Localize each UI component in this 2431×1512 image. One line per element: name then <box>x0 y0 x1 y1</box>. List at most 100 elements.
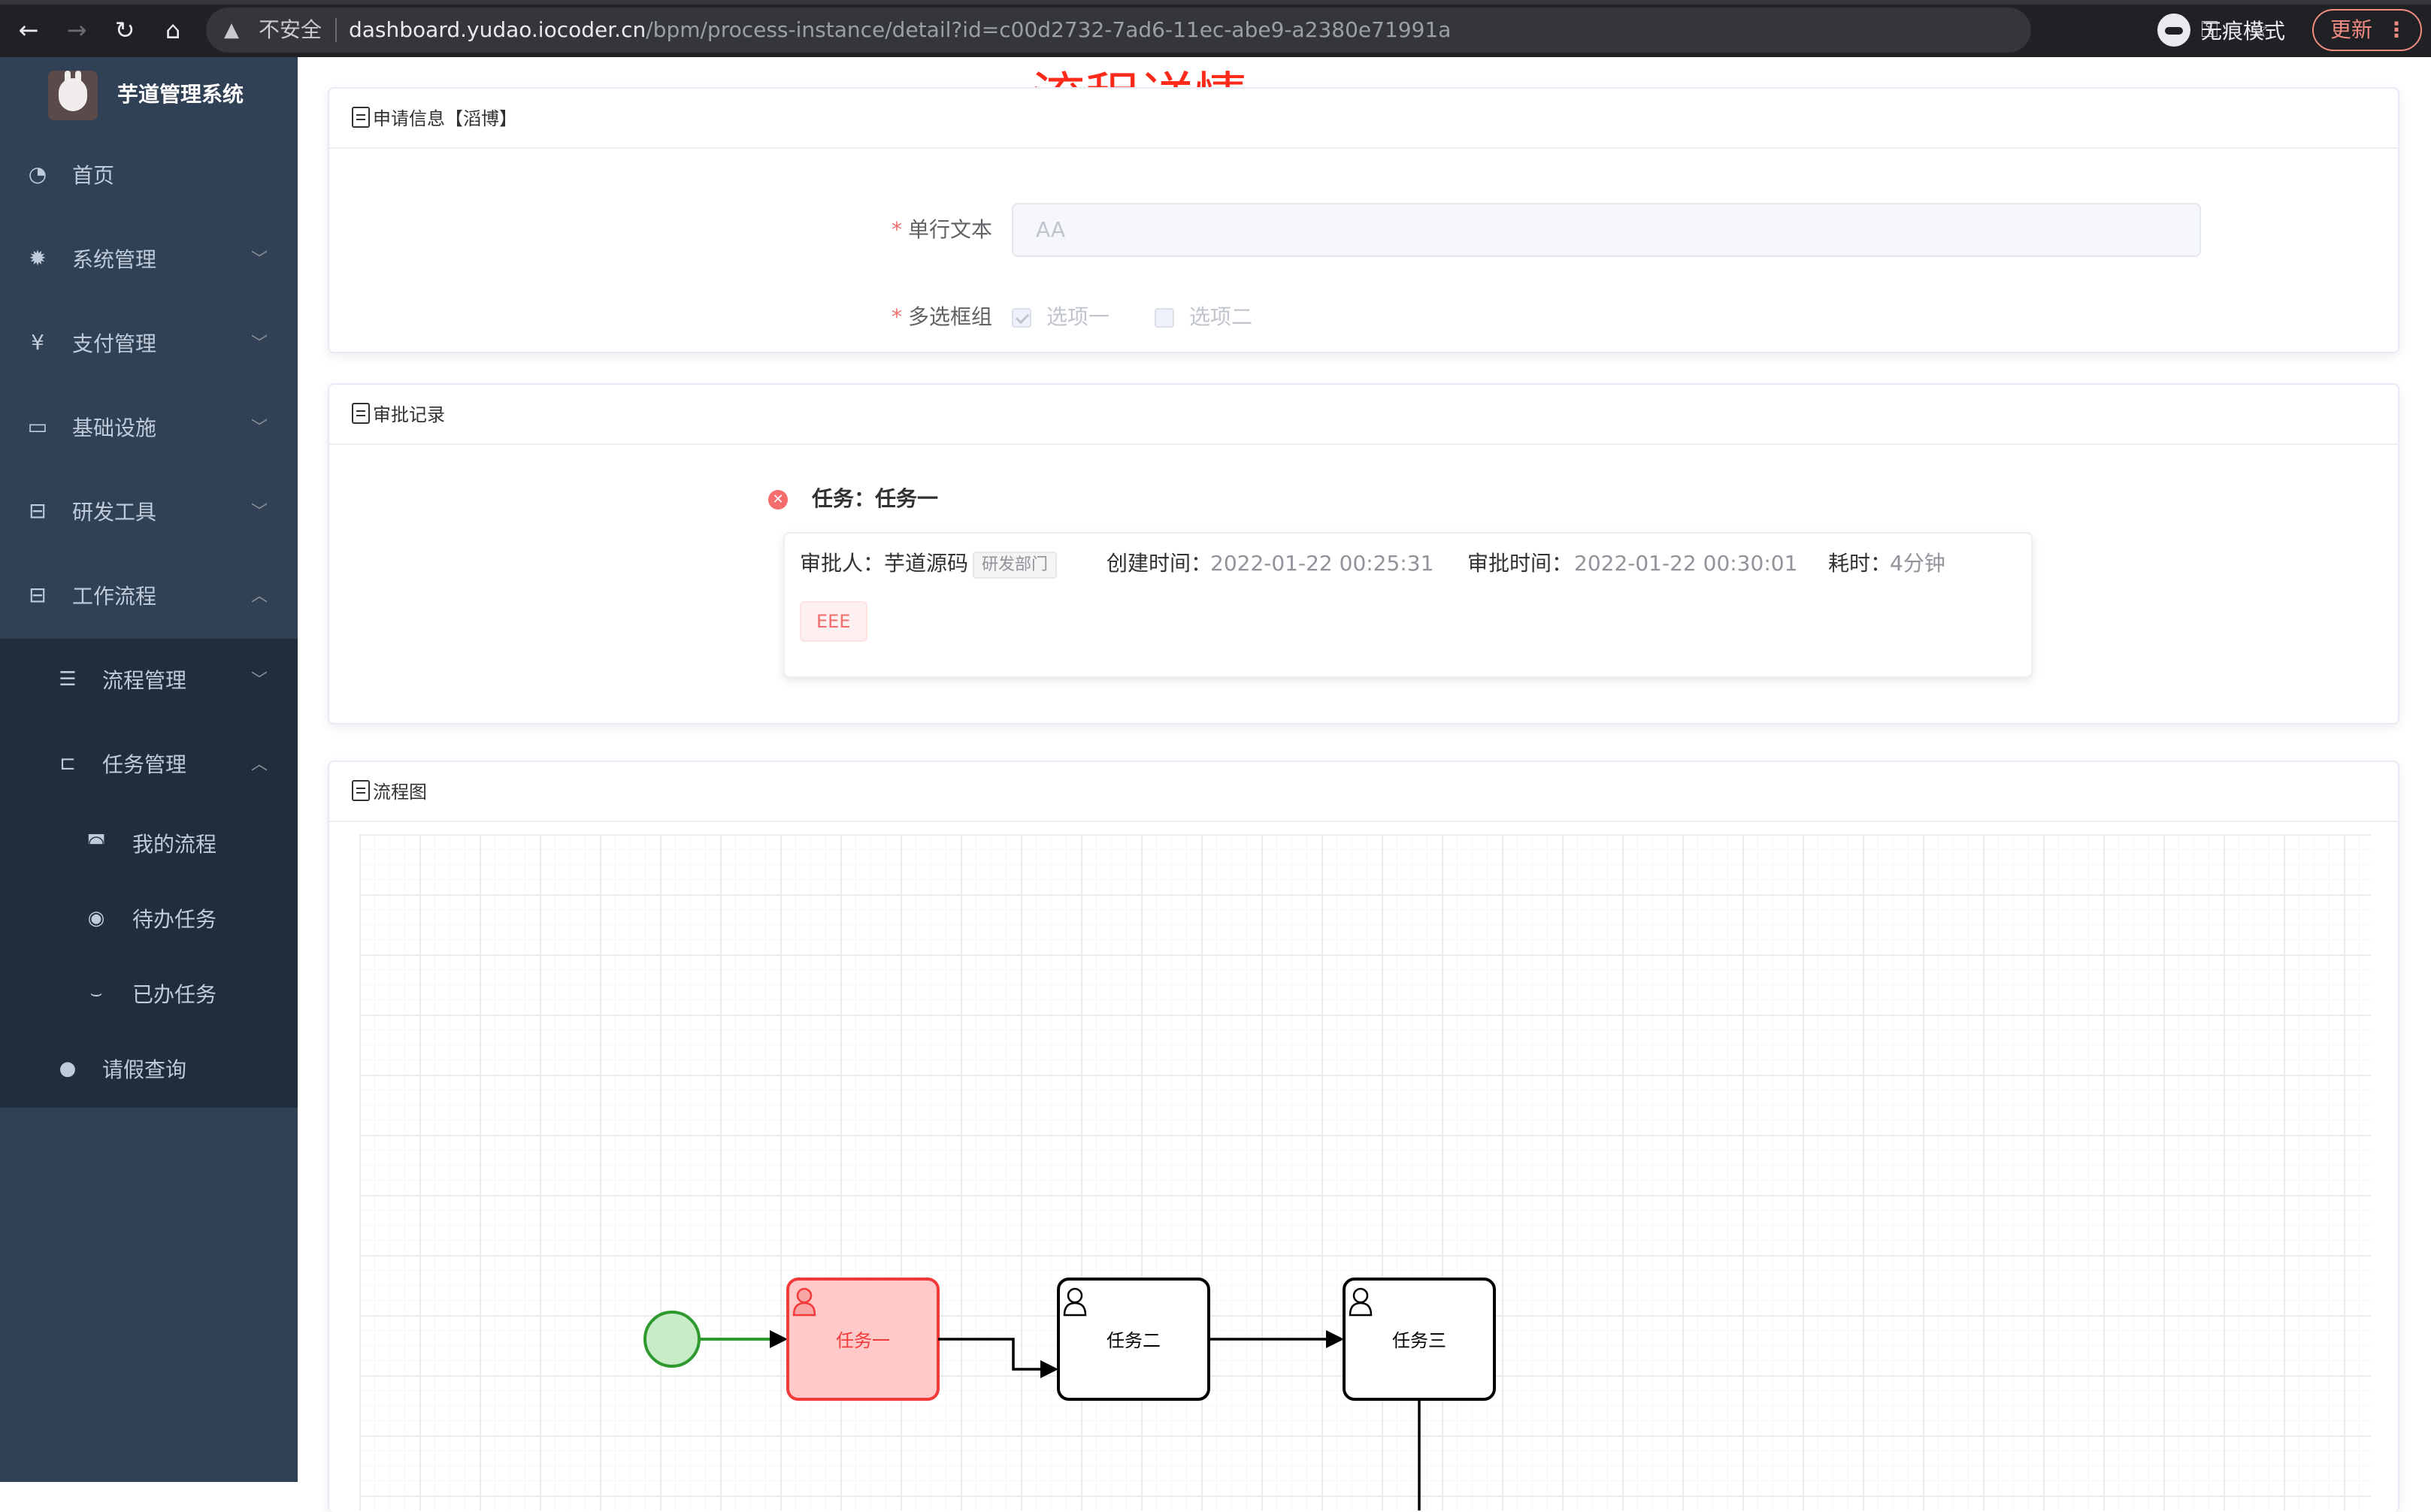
update-button[interactable]: 更新 ⋮ <box>2312 9 2422 51</box>
duration-value: 4分钟 <box>1890 551 1945 576</box>
task-node[interactable]: 任务三 <box>1343 1278 1496 1401</box>
chevron-down-icon: ﹀ <box>250 334 268 353</box>
toolbox-icon: ⊟ <box>29 498 47 523</box>
approved-time: 2022-01-22 00:30:01 <box>1574 551 1798 576</box>
user-task-icon <box>1349 1287 1373 1317</box>
sidebar-item-my-process[interactable]: ◚ 我的流程 <box>0 807 298 882</box>
reload-icon[interactable]: ↻ <box>114 16 135 44</box>
sidebar-item-label: 基础设施 <box>72 416 157 440</box>
tab-strip <box>0 0 2431 5</box>
back-icon[interactable]: ← <box>18 16 39 44</box>
url-path: /bpm/process-instance/detail?id=c00d2732… <box>646 17 1452 42</box>
sidebar-item-system[interactable]: ✹ 系统管理 ﹀ <box>0 219 298 304</box>
sequence-flow[interactable] <box>938 1338 1055 1371</box>
sidebar-item-label: 首页 <box>72 163 115 188</box>
chevron-up-icon: ︿ <box>250 587 268 606</box>
sidebar-item-done[interactable]: ⌣ 已办任务 <box>0 957 298 1033</box>
brand[interactable]: 芋道管理系统 <box>0 57 298 132</box>
duration-label: 耗时： <box>1828 551 1892 576</box>
insecure-label: 不安全 <box>259 17 322 42</box>
sidebar-item-label: 系统管理 <box>72 247 157 272</box>
option-one-checkbox[interactable] <box>1012 308 1031 328</box>
required-mark: * <box>892 304 902 329</box>
chevron-up-icon: ︿ <box>250 755 268 774</box>
incognito-indicator[interactable]: 无痕模式 <box>2157 12 2285 48</box>
sidebar-item-label: 任务管理 <box>102 752 187 777</box>
sidebar-item-todo[interactable]: ◉ 待办任务 <box>0 882 298 957</box>
card-header: 流程图 <box>329 762 2398 822</box>
brand-title: 芋道管理系统 <box>117 82 244 107</box>
sidebar-item-task-manage[interactable]: ⊏ 任务管理 ︿ <box>0 723 298 807</box>
yen-icon: ¥ <box>31 330 44 355</box>
workflow-submenu: ☰ 流程管理 ﹀ ⊏ 任务管理 ︿ ◚ 我的流程 ◉ 待办任务 ⌣ 已办任务 ●… <box>0 639 298 1108</box>
start-event[interactable] <box>643 1311 701 1368</box>
required-mark: * <box>892 217 902 242</box>
sidebar-item-workflow[interactable]: ⊟ 工作流程 ︿ <box>0 556 298 640</box>
workflow-icon: ⊟ <box>29 582 47 607</box>
option-two-checkbox[interactable] <box>1155 308 1174 328</box>
sidebar-item-process-manage[interactable]: ☰ 流程管理 ﹀ <box>0 639 298 723</box>
text-field[interactable]: AA <box>1012 203 2201 257</box>
reason-tag: EEE <box>800 601 867 642</box>
warning-icon: ▲ <box>224 19 239 41</box>
update-label: 更新 <box>2330 17 2373 42</box>
chevron-down-icon: ﹀ <box>250 671 268 690</box>
dept-tag: 研发部门 <box>973 552 1058 579</box>
more-vert-icon[interactable]: ⋮ <box>2386 17 2407 42</box>
apply-info-card: 申请信息【滔博】 *单行文本 AA *多选框组 选项一 选项二 <box>328 87 2399 353</box>
sidebar-item-label: 请假查询 <box>102 1057 187 1082</box>
bpmn-canvas[interactable]: 任务一 任务二 <box>359 834 2371 1510</box>
created-label: 创建时间： <box>1107 551 1212 576</box>
home-icon[interactable]: ⌂ <box>165 16 181 44</box>
sidebar-item-label: 已办任务 <box>132 982 217 1007</box>
task-node[interactable]: 任务二 <box>1057 1278 1210 1401</box>
approver-name: 芋道源码 <box>884 551 969 576</box>
card-header: 申请信息【滔博】 <box>329 89 2398 149</box>
sidebar-item-pay[interactable]: ¥ 支付管理 ﹀ <box>0 304 298 388</box>
logo <box>48 71 98 120</box>
user-task-icon <box>1063 1287 1087 1317</box>
card-header: 审批记录 <box>329 385 2398 445</box>
chevron-down-icon: ﹀ <box>250 250 268 269</box>
created-time: 2022-01-22 00:25:31 <box>1210 551 1434 576</box>
omnibox-divider <box>335 18 337 42</box>
reject-status-icon: ✕ <box>768 490 788 510</box>
incognito-label: 无痕模式 <box>2201 19 2286 44</box>
address-bar[interactable]: ▲ 不安全 dashboard.yudao.iocoder.cn/bpm/pro… <box>206 8 2269 53</box>
eye-icon: ◉ <box>87 907 105 930</box>
forward-icon[interactable]: → <box>66 16 87 44</box>
text-field-label: *单行文本 <box>892 215 992 245</box>
eye-closed-icon: ⌣ <box>89 982 103 1005</box>
user-icon: ● <box>59 1057 77 1080</box>
chat-icon: ◚ <box>86 832 106 854</box>
flow-arrowhead <box>1040 1360 1058 1378</box>
url-text[interactable]: dashboard.yudao.iocoder.cn/bpm/process-i… <box>349 17 1451 44</box>
option-two-label[interactable]: 选项二 <box>1189 304 1253 329</box>
star-icon[interactable]: ☆ <box>2249 17 2269 43</box>
user-task-icon <box>792 1287 816 1317</box>
sidebar-item-infra[interactable]: ▭ 基础设施 ﹀ <box>0 388 298 472</box>
url-host: dashboard.yudao.iocoder.cn <box>349 17 646 42</box>
task-label: 任务一 <box>836 1331 890 1351</box>
option-one-label[interactable]: 选项一 <box>1046 304 1110 329</box>
monitor-icon: ▭ <box>27 414 48 439</box>
sidebar-item-leave-query[interactable]: ● 请假查询 <box>0 1033 298 1108</box>
sidebar-item-home[interactable]: ◔ 首页 <box>0 135 298 219</box>
card-title: 流程图 <box>373 782 427 803</box>
dashboard-icon: ◔ <box>28 162 47 186</box>
flow-arrowhead <box>1326 1330 1344 1348</box>
key-icon[interactable]: ⚿ <box>2201 17 2218 43</box>
sidebar: 芋道管理系统 ◔ 首页 ✹ 系统管理 ﹀ ¥ 支付管理 ﹀ ▭ 基础设施 ﹀ ⊟… <box>0 57 298 1482</box>
task-node[interactable]: 任务一 <box>786 1278 940 1401</box>
checkbox-group-label: *多选框组 <box>892 302 992 332</box>
label-text: 单行文本 <box>908 217 993 242</box>
card-title: 审批记录 <box>373 404 445 425</box>
tree-icon: ⊏ <box>59 752 76 775</box>
sidebar-item-label: 工作流程 <box>72 584 157 609</box>
flow-arrowhead <box>770 1330 788 1348</box>
approval-record-card: 审批记录 ✕ 任务：任务一 审批人： 芋道源码 研发部门 创建时间： 2022-… <box>328 383 2399 724</box>
sidebar-item-devtools[interactable]: ⊟ 研发工具 ﹀ <box>0 472 298 556</box>
approved-label: 审批时间： <box>1467 551 1573 576</box>
label-text: 多选框组 <box>908 304 993 329</box>
main-content: 流程详情 申请信息【滔博】 *单行文本 AA *多选框组 选项一 选项二 审批记… <box>298 57 2431 1512</box>
